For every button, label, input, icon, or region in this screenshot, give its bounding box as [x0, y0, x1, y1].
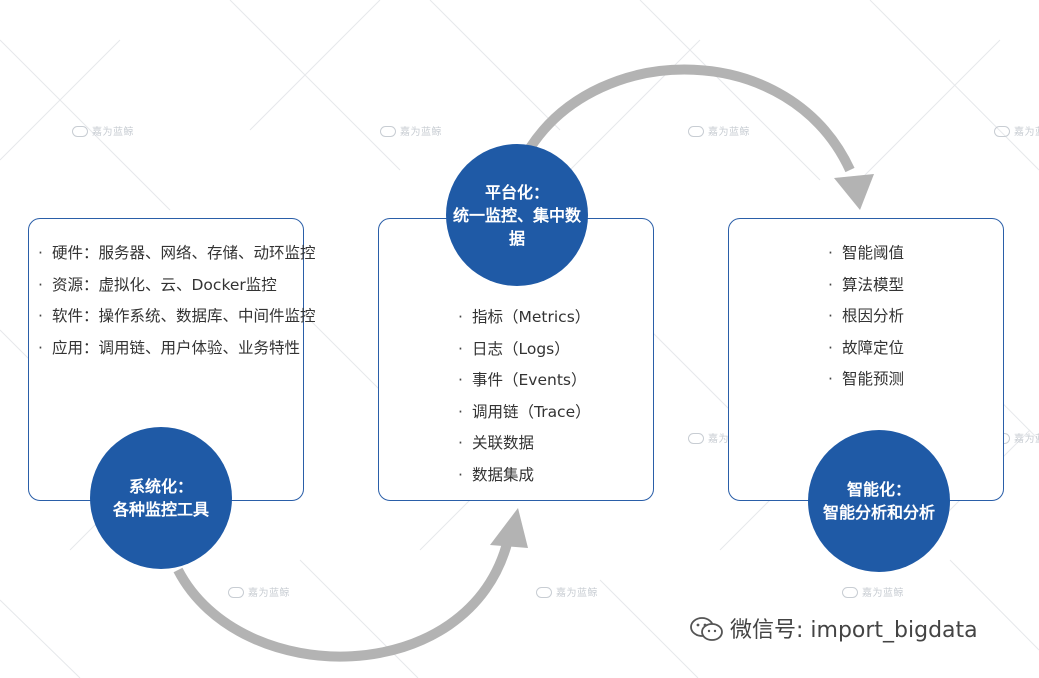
bullet-icon: · [458, 339, 463, 358]
watermark-logo-icon [380, 126, 396, 137]
arrow-bottom [173, 538, 513, 662]
list-item: ·硬件：服务器、网络、存储、动环监控 [38, 238, 316, 270]
list-item: ·算法模型 [828, 270, 904, 302]
stage1-circle-title: 系统化： [128, 477, 193, 496]
list-item: ·数据集成 [458, 460, 591, 492]
list-item: ·软件：操作系统、数据库、中间件监控 [38, 301, 316, 333]
watermark-logo-icon [842, 587, 858, 598]
wechat-icon [690, 617, 723, 641]
watermark-logo-icon [688, 433, 704, 444]
list-item: ·智能阈值 [828, 238, 904, 270]
arrow-top-head [834, 174, 874, 210]
wechat-id-text: 微信号: import_bigdata [730, 618, 978, 643]
bullet-icon: · [828, 244, 833, 262]
watermark: 嘉为蓝鲸 [994, 123, 1039, 138]
list-item: ·智能预测 [828, 364, 904, 396]
stage1-circle-subtitle: 各种监控工具 [112, 500, 209, 519]
stage3-circle-title: 智能化： [846, 480, 911, 499]
bullet-icon: · [38, 244, 43, 262]
bullet-icon: · [458, 434, 463, 452]
stage3-list: ·智能阈值 ·算法模型 ·根因分析 ·故障定位 ·智能预测 [828, 238, 904, 396]
watermark-logo-icon [688, 126, 704, 137]
arrow-top [525, 64, 855, 173]
bullet-icon: · [38, 338, 43, 357]
watermark: 嘉为蓝鲸 [688, 123, 750, 138]
bullet-icon: · [458, 465, 463, 484]
stage3-circle: 智能化： 智能分析和分析 [808, 430, 950, 572]
stage3-circle-subtitle: 智能分析和分析 [822, 503, 935, 522]
watermark: 嘉为蓝鲸 [380, 123, 442, 138]
watermark: 嘉为蓝鲸 [842, 584, 904, 599]
stage2-list: ·指标（Metrics） ·日志（Logs） ·事件（Events） ·调用链（… [458, 302, 591, 491]
bullet-icon: · [458, 308, 463, 326]
watermark-logo-icon [536, 587, 552, 598]
watermark-logo-icon [72, 126, 88, 137]
bullet-icon: · [828, 370, 833, 388]
bullet-icon: · [458, 402, 463, 421]
list-item: ·故障定位 [828, 333, 904, 365]
list-item: ·根因分析 [828, 301, 904, 333]
bullet-icon: · [38, 307, 43, 325]
watermark: 嘉为蓝鲸 [228, 584, 290, 599]
list-item: ·事件（Events） [458, 365, 591, 397]
bullet-icon: · [38, 275, 43, 294]
bullet-icon: · [828, 338, 833, 357]
watermark: 嘉为蓝鲸 [536, 584, 598, 599]
list-item: ·日志（Logs） [458, 334, 591, 366]
bullet-icon: · [828, 307, 833, 325]
wechat-id-label: 微信号: import_bigdata [690, 612, 978, 644]
list-item: ·关联数据 [458, 428, 591, 460]
watermark: 嘉为蓝鲸 [72, 123, 134, 138]
stage2-circle-subtitle: 统一监控、集中数据 [452, 205, 581, 248]
bullet-icon: · [828, 275, 833, 294]
stage1-list: ·硬件：服务器、网络、存储、动环监控 ·资源：虚拟化、云、Docker监控 ·软… [38, 238, 316, 364]
watermark-logo-icon [994, 126, 1010, 137]
watermark-logo-icon [228, 587, 244, 598]
stage1-circle: 系统化： 各种监控工具 [90, 427, 232, 569]
list-item: ·资源：虚拟化、云、Docker监控 [38, 270, 316, 302]
arrow-bottom-head [490, 508, 528, 548]
list-item: ·应用：调用链、用户体验、业务特性 [38, 333, 316, 365]
bullet-icon: · [458, 371, 463, 389]
list-item: ·指标（Metrics） [458, 302, 591, 334]
stage2-circle-title: 平台化： [484, 182, 549, 202]
stage2-circle: 平台化： 统一监控、集中数据 [446, 144, 588, 286]
list-item: ·调用链（Trace） [458, 397, 591, 429]
